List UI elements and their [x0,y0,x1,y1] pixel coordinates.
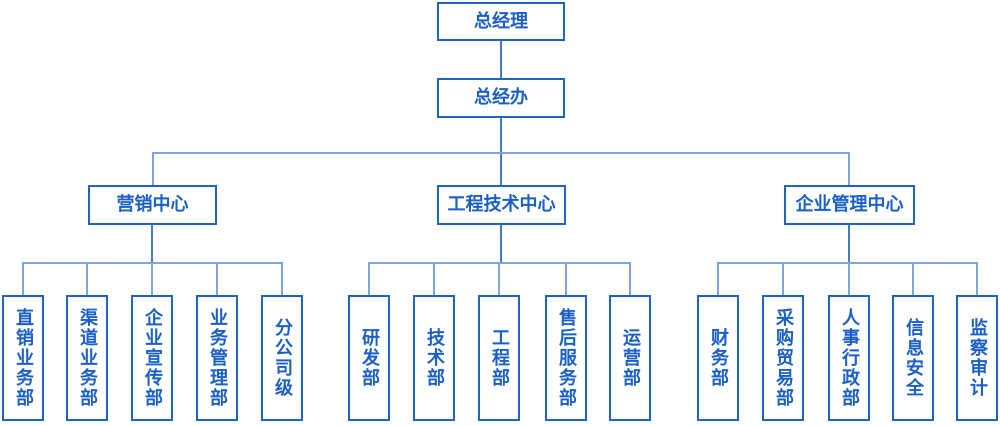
node-dept-finance: 财务部 [697,295,739,421]
connector-line [848,262,850,295]
node-enterprise-management-center: 企业管理中心 [784,185,915,225]
node-label: 技术部 [424,328,445,388]
node-label: 监察审计 [967,318,988,398]
node-label: 渠道业务部 [77,308,98,408]
node-label: 运营部 [620,328,641,388]
node-label: 业务管理部 [207,308,228,408]
connector-line [433,262,435,295]
node-dept-corporate-publicity: 企业宣传部 [131,295,173,421]
connector-line [500,41,502,78]
connector-line [498,262,500,295]
node-dept-information-security: 信息安全 [892,295,934,421]
connector-line [717,262,977,264]
connector-line [500,118,502,185]
connector-line [281,262,283,295]
connector-line [86,262,88,295]
connector-line [151,262,153,295]
node-label: 采购贸易部 [773,308,794,408]
node-dept-supervision-audit: 监察审计 [956,295,998,421]
connector-line [976,262,978,295]
node-dept-rnd: 研发部 [348,295,390,421]
connector-line [152,152,154,185]
connector-line [848,152,850,185]
node-dept-engineering: 工程部 [478,295,520,421]
node-dept-direct-sales: 直销业务部 [2,295,44,421]
node-label: 人事行政部 [839,308,860,408]
node-label: 总经办 [474,87,528,108]
node-label: 企业管理中心 [795,194,904,215]
node-label: 研发部 [359,328,380,388]
node-dept-hr-admin: 人事行政部 [828,295,870,421]
node-label: 总经理 [474,10,528,32]
node-label: 售后服务部 [556,308,577,408]
connector-line [717,262,719,295]
node-label: 工程技术中心 [447,194,556,215]
connector-line [565,262,567,295]
node-general-manager: 总经理 [437,2,565,41]
connector-line [22,262,24,295]
connector-line [151,225,153,262]
node-label: 工程部 [489,328,510,388]
node-label: 营销中心 [116,194,189,215]
node-label: 财务部 [708,328,729,388]
node-label: 直销业务部 [13,308,34,408]
connector-line [912,262,914,295]
node-dept-procurement-trade: 采购贸易部 [762,295,804,421]
connector-line [152,152,850,154]
node-dept-branch-company: 分公司级 [261,295,303,421]
node-engineering-tech-center: 工程技术中心 [437,185,566,225]
connector-line [216,262,218,295]
node-dept-after-sales-service: 售后服务部 [545,295,587,421]
node-label: 信息安全 [903,318,924,398]
node-dept-technology: 技术部 [413,295,455,421]
connector-line [629,262,631,295]
node-marketing-center: 营销中心 [88,185,217,225]
connector-line [848,225,850,262]
node-dept-business-management: 业务管理部 [196,295,238,421]
node-label: 分公司级 [272,318,293,398]
connector-line [782,262,784,295]
node-dept-operations: 运营部 [609,295,651,421]
node-general-manager-office: 总经办 [437,78,565,118]
node-dept-channel-business: 渠道业务部 [66,295,108,421]
connector-line [500,225,502,262]
node-label: 企业宣传部 [142,308,163,408]
connector-line [368,262,370,295]
